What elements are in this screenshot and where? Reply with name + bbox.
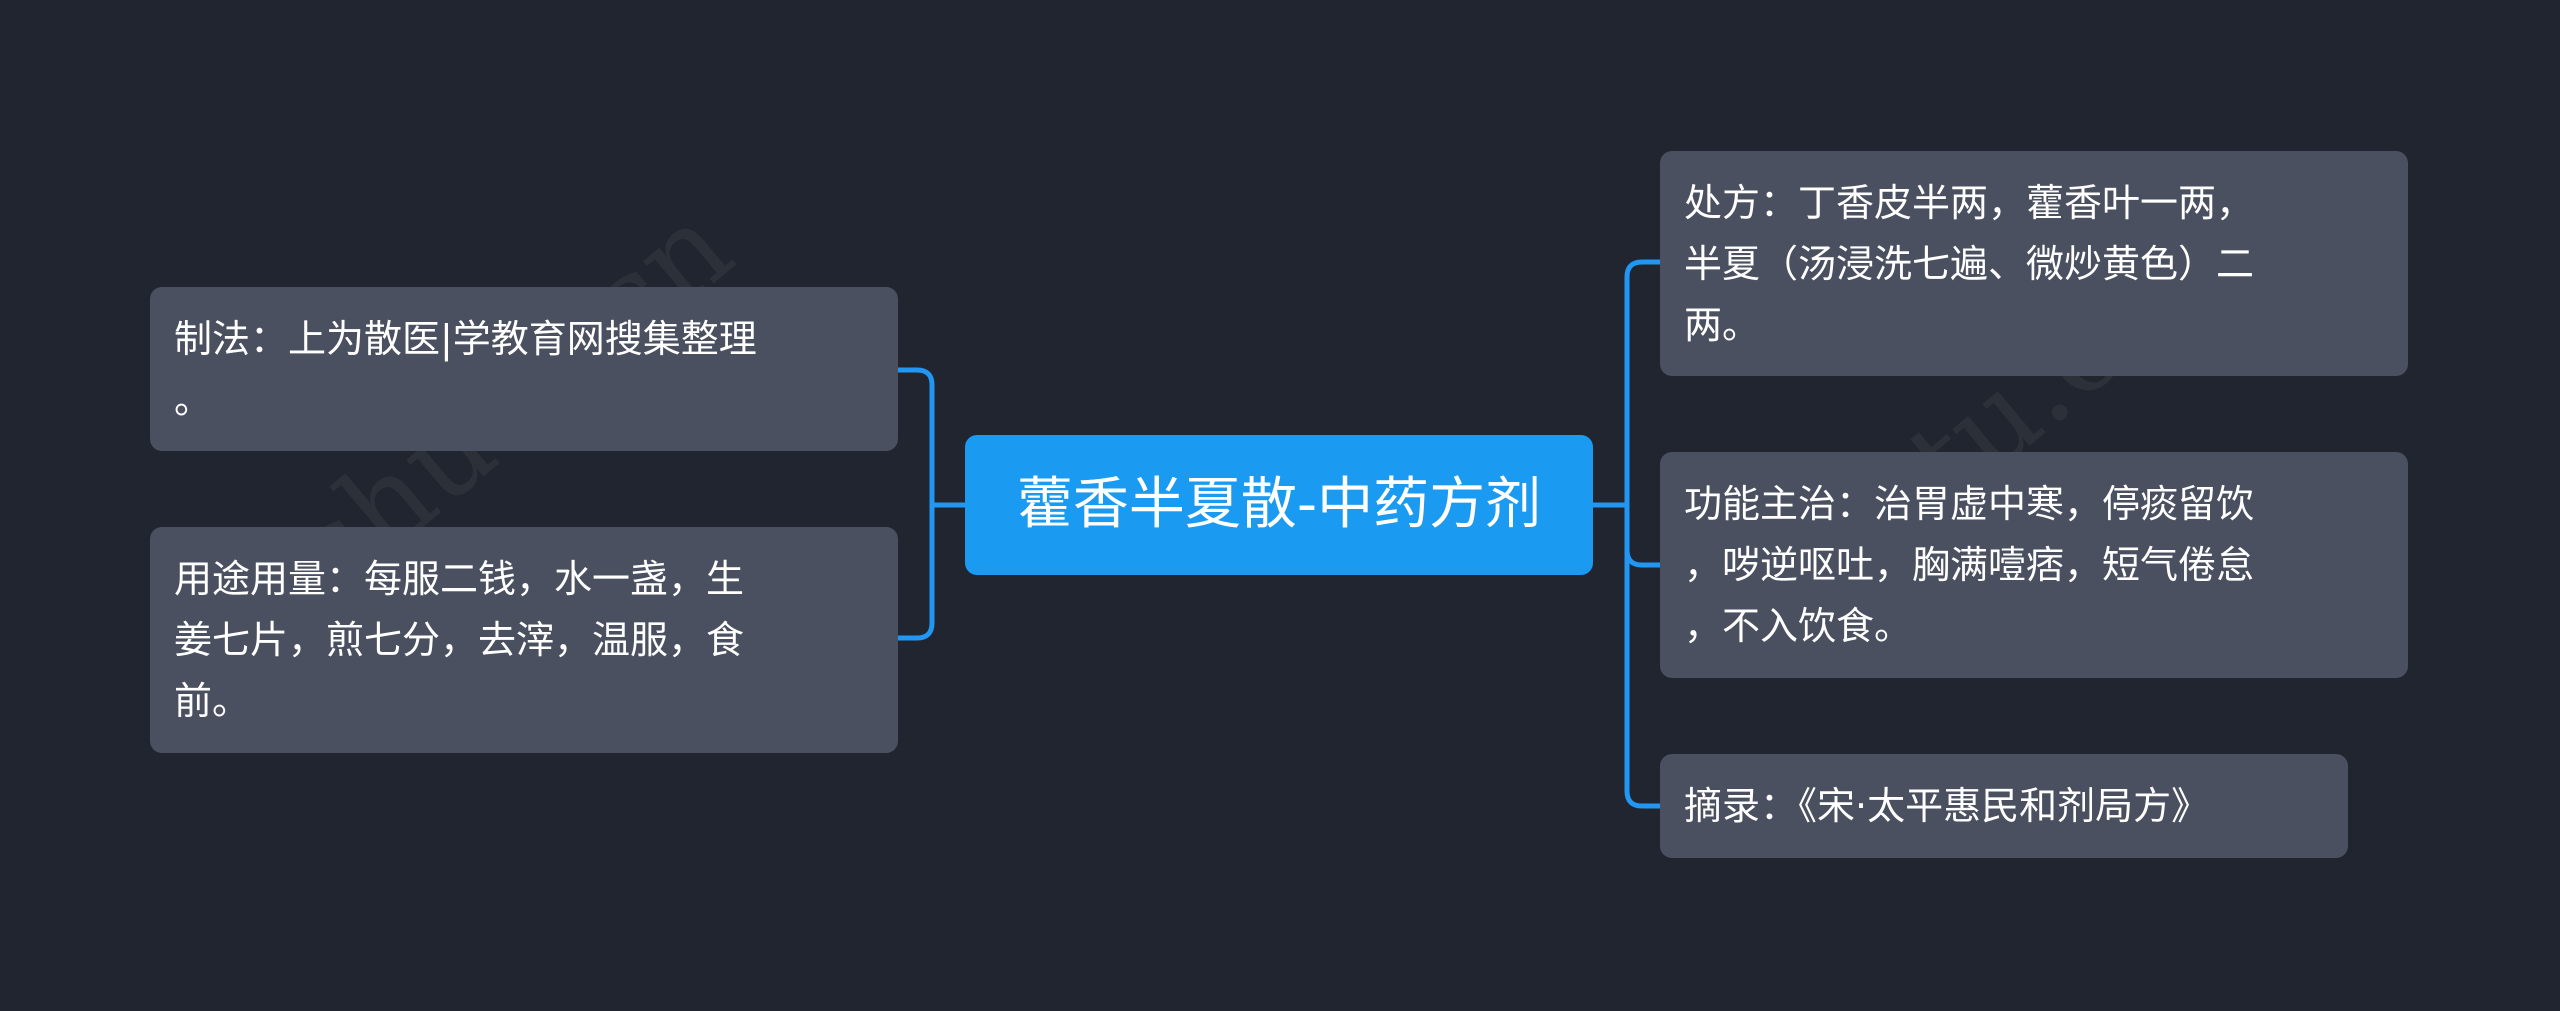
link-right-处方: [1624, 259, 1660, 505]
link-left-用途用量: [898, 505, 935, 641]
node-indications[interactable]: 功能主治：治胃虚中寒，停痰留饮 ，哕逆呕吐，胸满噎痞，短气倦怠 ，不入饮食。: [1660, 452, 2408, 678]
link-right-摘录: [1624, 505, 1660, 809]
link-right-功能主治: [1624, 505, 1660, 568]
node-prescription[interactable]: 处方：丁香皮半两，藿香叶一两， 半夏（汤浸洗七遍、微炒黄色）二 两。: [1660, 151, 2408, 376]
node-source[interactable]: 摘录：《宋·太平惠民和剂局方》: [1660, 754, 2348, 858]
node-preparation[interactable]: 制法：上为散医|学教育网搜集整理 。: [150, 287, 898, 451]
node-usage-dosage[interactable]: 用途用量：每服二钱，水一盏，生 姜七片，煎七分，去滓，温服，食 前。: [150, 527, 898, 753]
root-node[interactable]: 藿香半夏散-中药方剂: [965, 435, 1593, 575]
link-left-制法: [898, 367, 935, 505]
